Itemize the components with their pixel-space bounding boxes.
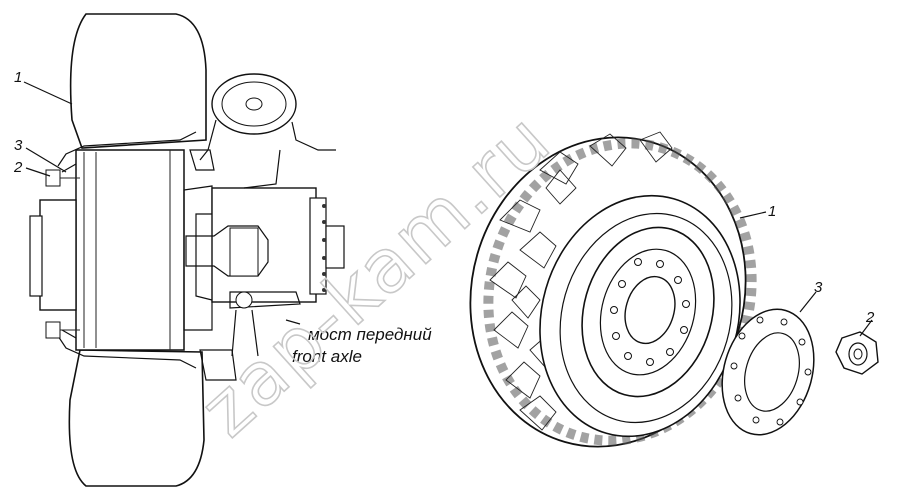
caption-ru: мост передний (308, 325, 432, 344)
wheel-clamp-ring (721, 308, 815, 436)
tread-pattern (489, 131, 673, 431)
rim-lower-flange (57, 329, 197, 369)
right-label-1: 1 (768, 203, 776, 220)
axle-housing (211, 187, 317, 303)
steering-arm (229, 291, 301, 309)
upper-tire-section (69, 13, 207, 149)
wheel-assembly (469, 131, 757, 448)
left-label-1: 1 (14, 69, 22, 86)
hub-cap (39, 199, 77, 311)
wheel-section-view (29, 13, 345, 487)
lower-tire-section (68, 349, 205, 487)
wheel-bolt-holes (610, 258, 690, 366)
brake-chamber (199, 73, 336, 189)
left-callouts (23, 81, 301, 325)
wheel-nut (835, 331, 879, 375)
universal-joint (185, 225, 269, 277)
caption-en: front axle (292, 347, 362, 366)
brake-drum (75, 149, 185, 351)
left-label-2: 2 (13, 159, 23, 176)
right-label-2: 2 (865, 309, 875, 326)
right-label-3: 3 (814, 279, 823, 296)
wheel-nuts (45, 169, 80, 339)
wheel-hub-center (624, 275, 676, 345)
right-callouts (739, 211, 873, 337)
left-label-3: 3 (14, 137, 23, 154)
steering-knuckle (183, 185, 213, 331)
